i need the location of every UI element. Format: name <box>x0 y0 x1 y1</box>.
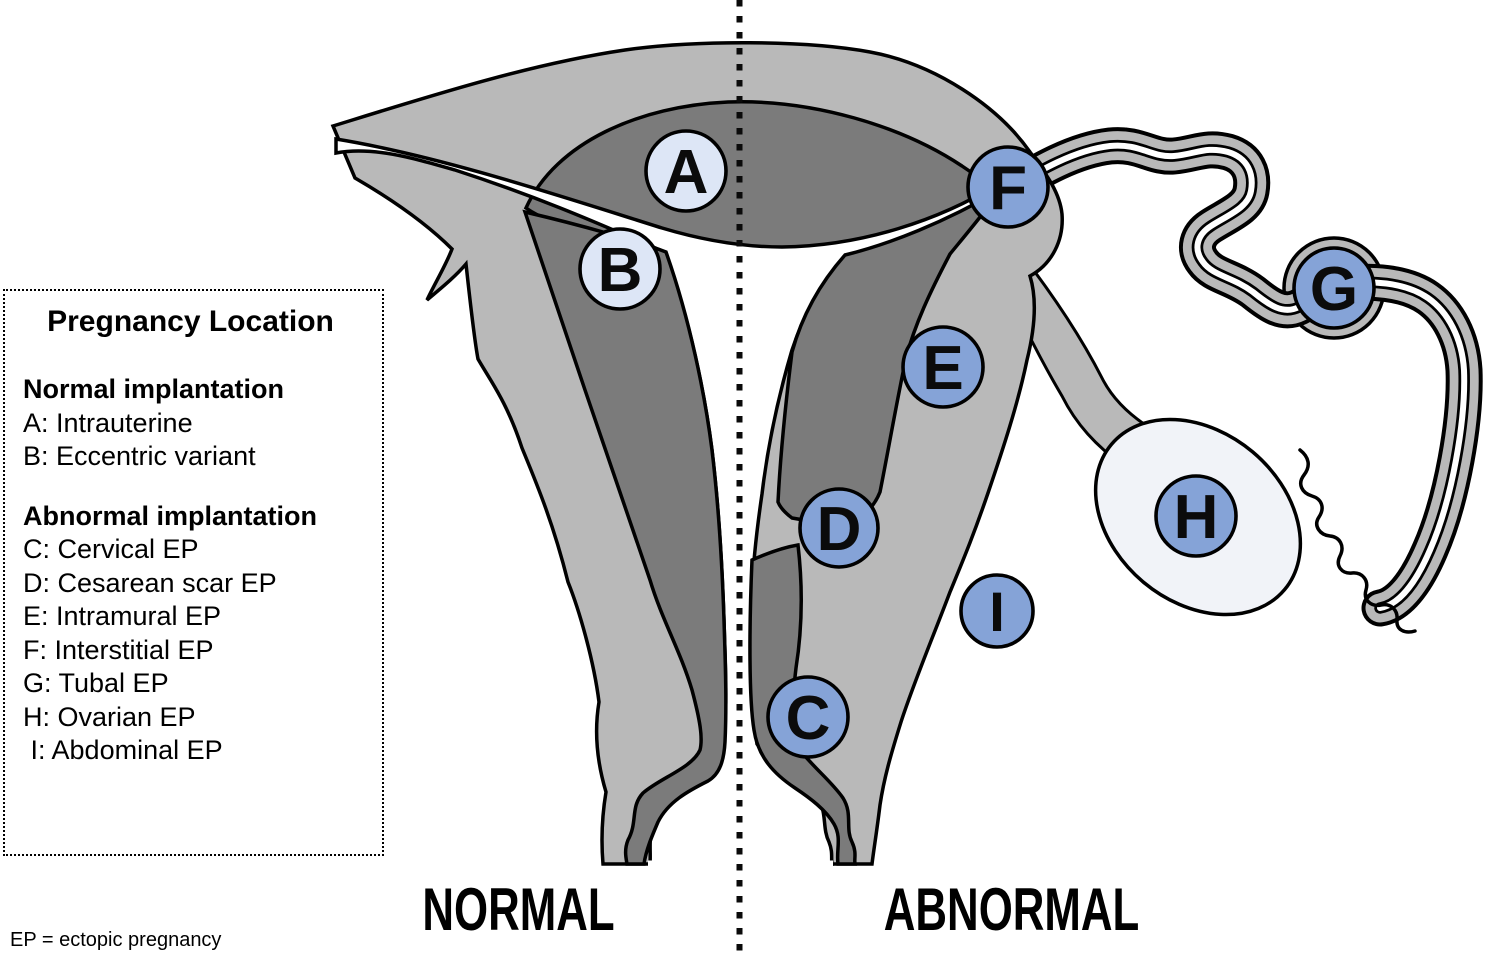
legend-section-abnormal: Abnormal implantation C: Cervical EP D: … <box>23 500 376 768</box>
marker-e-intramural: E <box>901 325 985 409</box>
marker-c-circle <box>766 675 850 759</box>
marker-f-letter: F <box>989 154 1027 223</box>
legend-item-d: D: Cesarean scar EP <box>23 567 277 598</box>
footnote-ep-definition: EP = ectopic pregnancy <box>10 929 222 951</box>
legend-item-a: A: Intrauterine <box>23 407 193 438</box>
legend-item-g: G: Tubal EP <box>23 668 169 698</box>
marker-b-letter: B <box>598 236 643 305</box>
legend-section-normal: Normal implantation A: Intrauterine B: E… <box>23 373 376 474</box>
legend-abnormal-header: Abnormal implantation <box>23 500 318 531</box>
marker-i-circle <box>959 573 1035 649</box>
marker-f-circle <box>966 145 1050 229</box>
marker-b-circle <box>578 227 662 311</box>
legend-item-h: H: Ovarian EP <box>23 701 196 732</box>
marker-h-ovarian: H <box>1154 474 1238 558</box>
marker-h-letter: H <box>1174 483 1219 552</box>
marker-g-circle <box>1292 246 1376 330</box>
tube-lumen <box>1001 142 1468 611</box>
marker-c-cervical: C <box>766 675 850 759</box>
myometrium-right-band-lower <box>748 542 858 866</box>
legend-box: Pregnancy Location Normal implantation A… <box>3 289 384 856</box>
marker-h-circle <box>1154 474 1238 558</box>
marker-c-letter: C <box>786 684 831 753</box>
normal-section-label: NORMAL <box>422 876 615 943</box>
myometrium-left-band <box>522 209 728 866</box>
legend-item-e: E: Intramural EP <box>23 601 222 631</box>
marker-g-tubal: G <box>1292 246 1376 330</box>
marker-d-cesarean-scar: D <box>798 487 880 569</box>
legend-item-c: C: Cervical EP <box>23 534 199 564</box>
marker-a-circle <box>644 129 728 213</box>
marker-d-letter: D <box>817 495 862 564</box>
right-fallopian-tube <box>985 127 1483 627</box>
abnormal-section-label: ABNORMAL <box>883 876 1140 943</box>
marker-a-letter: A <box>664 138 709 207</box>
marker-e-circle <box>901 325 985 409</box>
fimbriae <box>1298 448 1417 634</box>
marker-i-abdominal: I <box>959 573 1035 649</box>
marker-a-intrauterine: A <box>644 129 728 213</box>
marker-e-letter: E <box>922 334 963 403</box>
legend-title: Pregnancy Location <box>47 305 334 338</box>
legend-item-f: F: Interstitial EP <box>23 634 214 665</box>
marker-f-interstitial: F <box>966 145 1050 229</box>
legend-item-i: I: Abdominal EP <box>23 735 223 765</box>
marker-g-letter: G <box>1310 255 1358 324</box>
marker-b-eccentric: B <box>578 227 662 311</box>
legend-normal-header: Normal implantation <box>23 374 285 404</box>
marker-i-letter: I <box>989 580 1005 643</box>
marker-d-circle <box>798 487 880 569</box>
legend-item-b: B: Eccentric variant <box>23 441 256 471</box>
